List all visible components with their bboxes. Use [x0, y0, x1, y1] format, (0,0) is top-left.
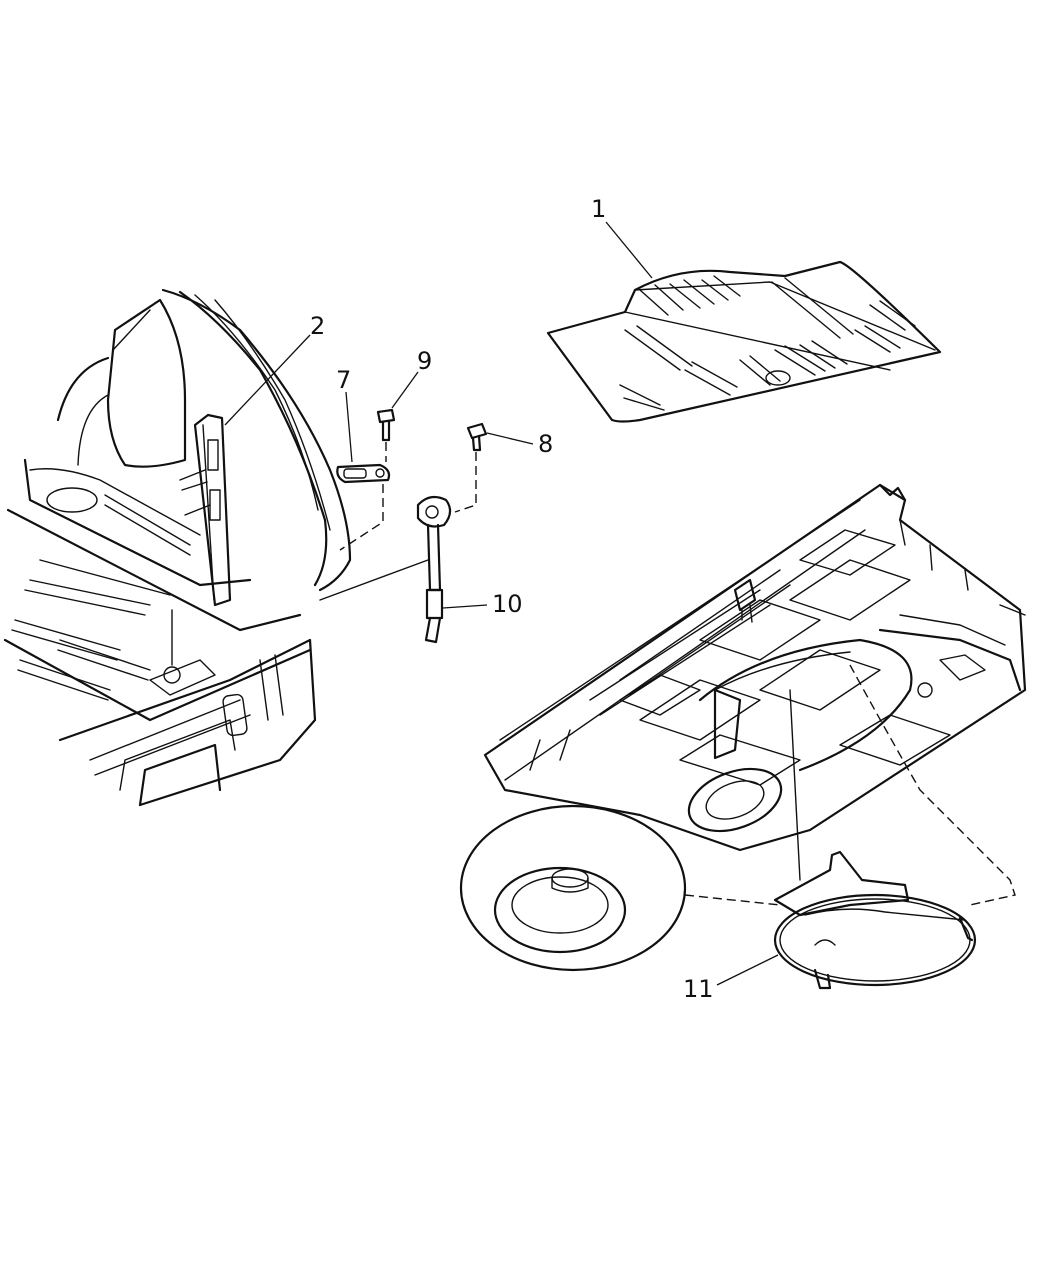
- spare-tire: [459, 804, 687, 972]
- floor-mat-slots: [619, 275, 916, 411]
- jack-part: [179, 413, 232, 607]
- callout-10: 10: [492, 590, 523, 618]
- underbody-right-view: [483, 483, 1027, 852]
- callout-8: 8: [538, 430, 553, 458]
- underbody-floor-panels: [589, 529, 951, 786]
- cargo-area-left-view: [3, 288, 352, 807]
- callout-11: 11: [683, 975, 714, 1003]
- bracket-part-7: [336, 463, 391, 484]
- floor-mat-part: [546, 260, 942, 423]
- callout-9: 9: [417, 347, 432, 375]
- callout-2: 2: [310, 312, 325, 340]
- callout-1: 1: [591, 195, 606, 223]
- bolt-part-9: [376, 408, 396, 442]
- tire-carrier-part-11: [773, 850, 977, 990]
- callout-7: 7: [336, 366, 351, 394]
- callout-leaders: [224, 221, 779, 986]
- tie-down-part-10: [416, 495, 452, 644]
- screw-part-8: [466, 422, 488, 452]
- cargo-floor-ribs: [11, 559, 171, 701]
